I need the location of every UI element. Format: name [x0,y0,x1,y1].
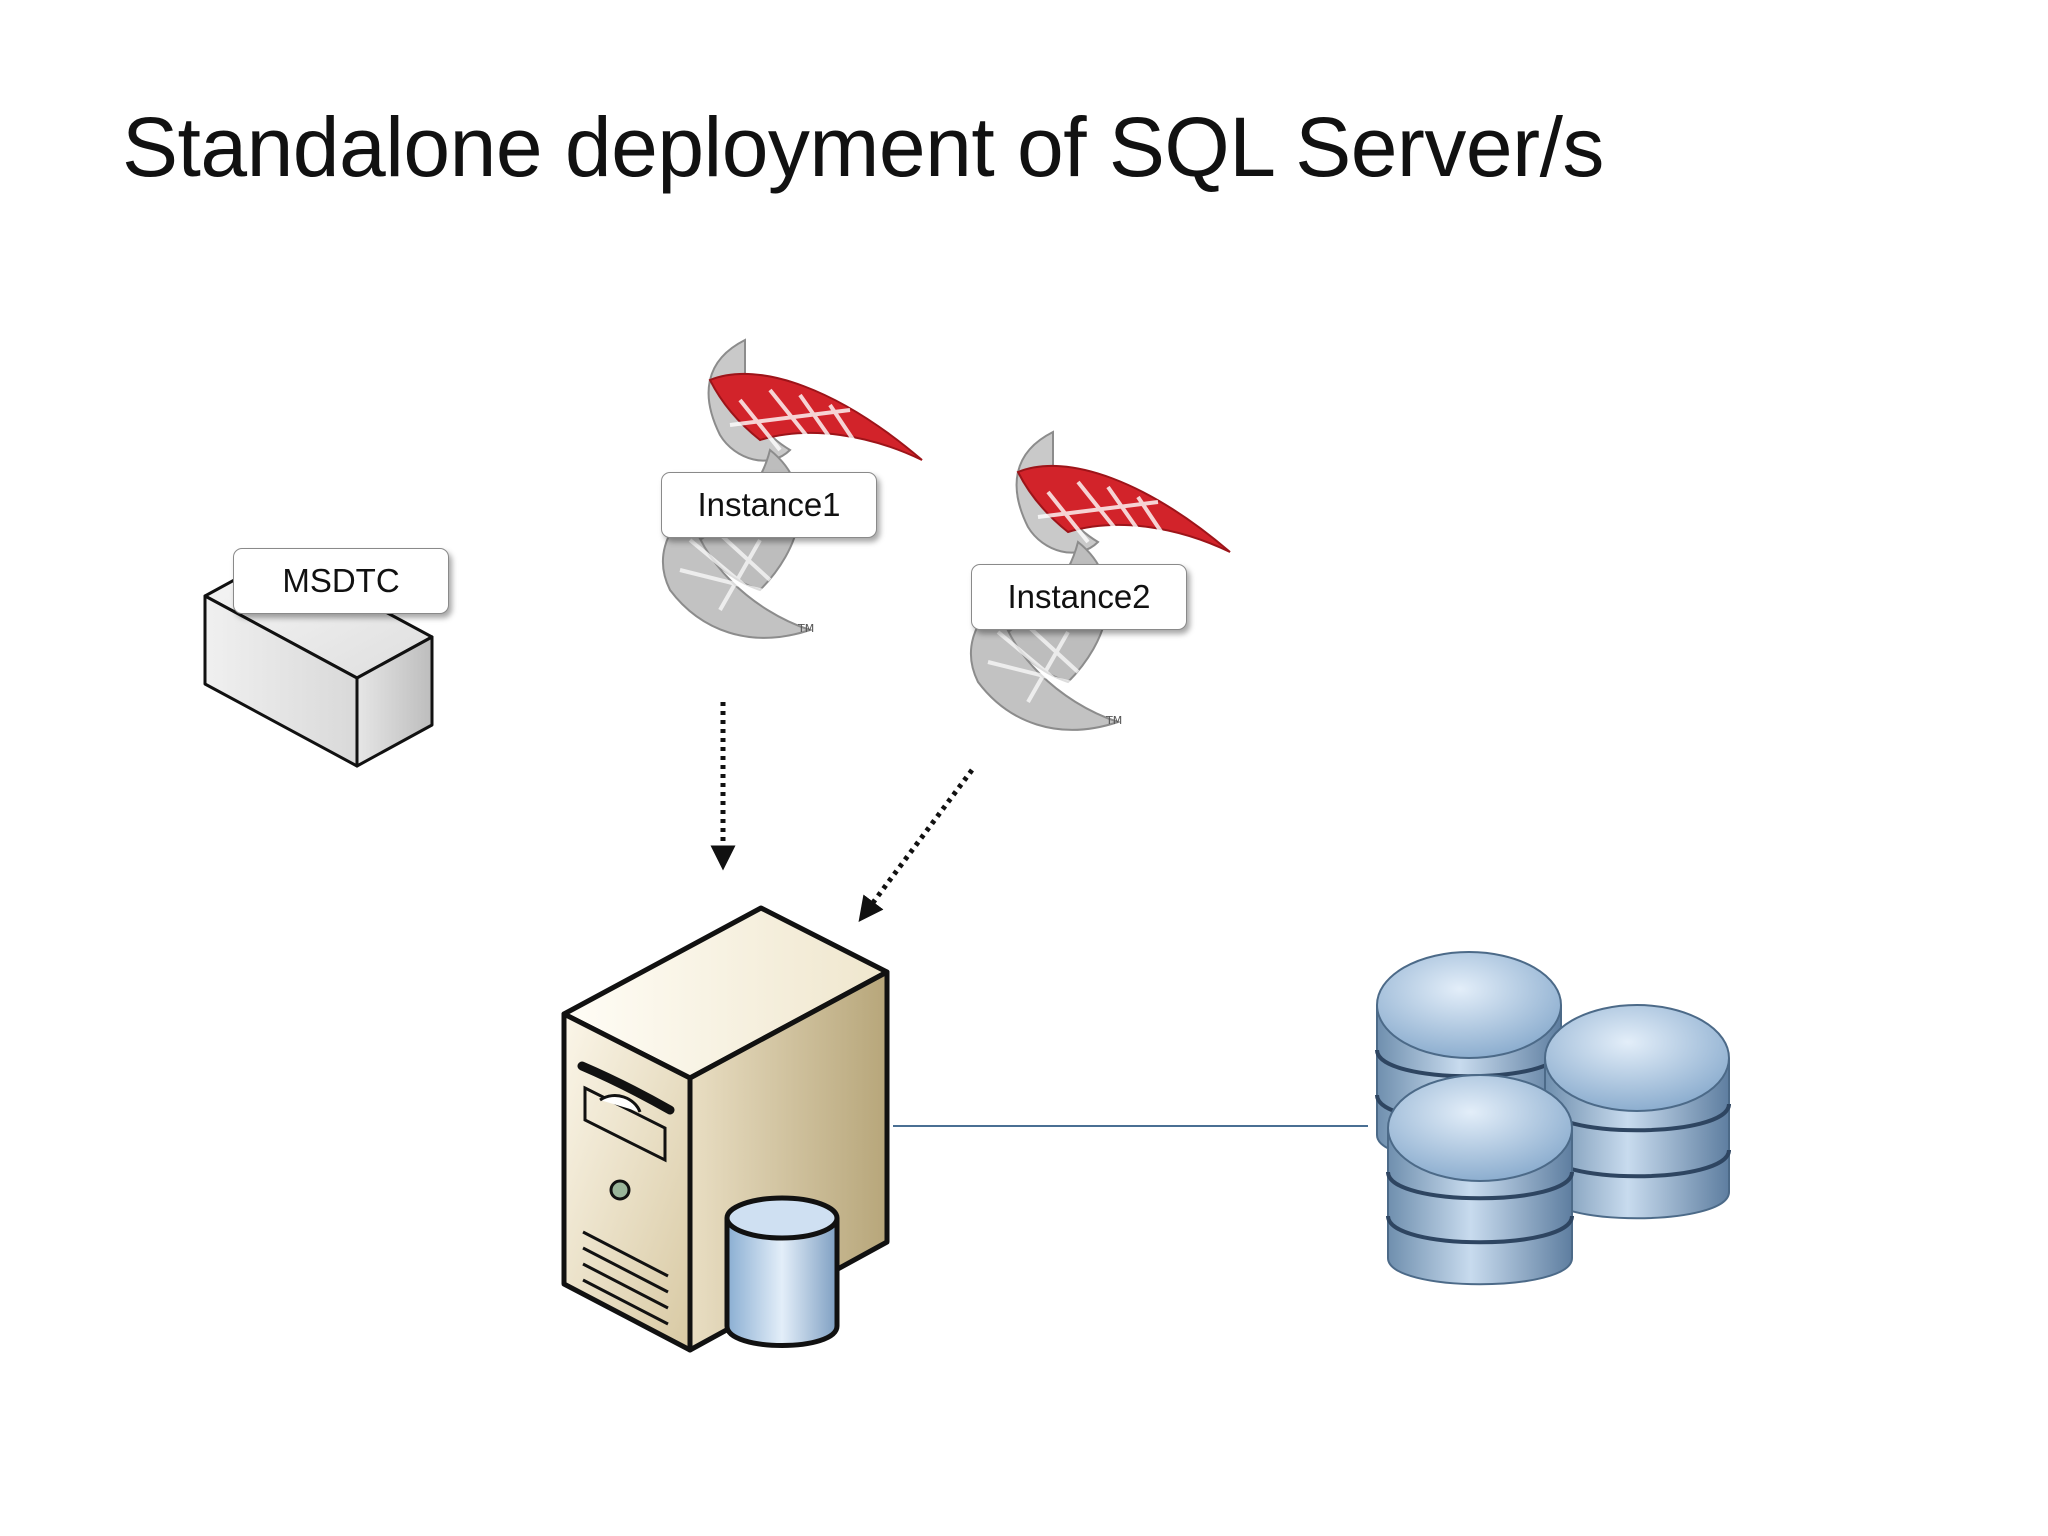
database-server-icon [561,905,890,1353]
svg-text:TM: TM [797,622,814,635]
msdtc-label: MSDTC [233,548,449,614]
instance2-arrow [858,768,975,923]
database-stack-icon [1375,951,1731,1286]
instance1-label: Instance1 [661,472,877,538]
instance2-label: Instance2 [971,564,1187,630]
svg-text:TM: TM [1105,714,1122,727]
slide-title: Standalone deployment of SQL Server/s [122,100,1604,194]
instance1-sql-logo-icon: TM [661,338,923,639]
db-stack-front [1386,1074,1574,1286]
db-stack-right [1543,1004,1731,1220]
